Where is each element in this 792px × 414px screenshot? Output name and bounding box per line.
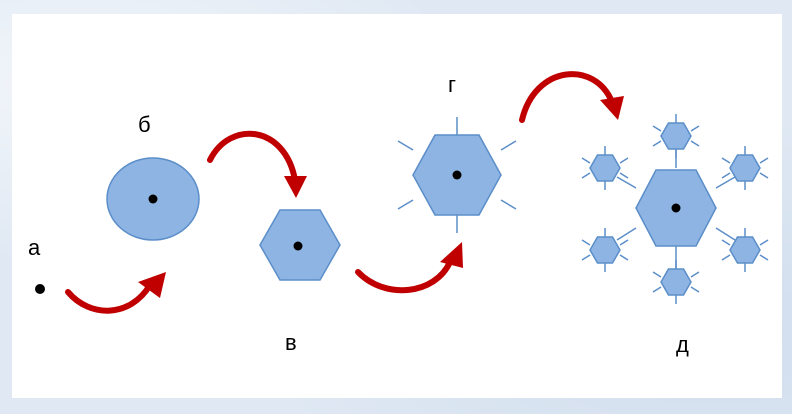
stage-g: г bbox=[397, 72, 517, 233]
spike-lower-right bbox=[500, 199, 517, 210]
arrow-3-shaft bbox=[355, 259, 453, 294]
snowflake-branch-lower-right bbox=[721, 228, 769, 272]
spike-upper-left bbox=[397, 140, 414, 151]
snowflake-branch-bottom-spike-5 bbox=[652, 286, 662, 293]
snowflake-branch-top-spike-3 bbox=[652, 125, 662, 132]
snowflake-branch-lower-left-hexagon bbox=[589, 236, 621, 264]
arrow-1 bbox=[65, 272, 166, 314]
label-v: в bbox=[285, 330, 297, 355]
snowflake-branch-lower-left-spike-5 bbox=[581, 254, 591, 261]
nucleus-dot bbox=[35, 284, 45, 294]
spiked-hexagon-center bbox=[452, 170, 462, 180]
spike-lower-left bbox=[397, 199, 414, 210]
spike-upper-right bbox=[500, 140, 517, 151]
arrow-3 bbox=[355, 242, 463, 294]
snowflake-branch-upper-left-hexagon bbox=[589, 154, 621, 182]
stage-b: б bbox=[106, 112, 200, 241]
arrow-4 bbox=[519, 71, 624, 123]
snowflake-branch-lower-left-spike-4 bbox=[619, 239, 629, 246]
snowflake-branch-lower-right-spike-4 bbox=[759, 239, 769, 246]
snowflake-arm-upper-left bbox=[616, 176, 637, 189]
snowflake-branch-top-spike-5 bbox=[652, 140, 662, 147]
snowflake-branch-lower-right-spike-5 bbox=[721, 254, 731, 261]
snowflake-branch-bottom-spike-4 bbox=[690, 271, 700, 278]
stage-d-snowflake bbox=[581, 114, 769, 304]
round-crystal-center bbox=[148, 194, 158, 204]
snowflake-branch-upper-left-spike-3 bbox=[581, 157, 591, 164]
snowflake-branch-lower-left bbox=[581, 228, 629, 272]
snowflake-branch-upper-right-spike-3 bbox=[721, 157, 731, 164]
snowflake-branch-lower-right-spike-3 bbox=[721, 239, 731, 246]
arrow-2 bbox=[207, 130, 307, 198]
snowflake-arm-lower-right bbox=[715, 227, 736, 241]
snowflake-arm-upper-right bbox=[715, 176, 736, 189]
snowflake-branch-lower-left-spike-3 bbox=[581, 239, 591, 246]
snowflake-branch-upper-left bbox=[581, 146, 629, 190]
arrow-3-head bbox=[440, 242, 463, 268]
snowflake-branch-upper-left-spike-4 bbox=[619, 157, 629, 164]
snowflake-branch-upper-right bbox=[721, 146, 769, 190]
label-b: б bbox=[138, 112, 151, 137]
arrow-2-head bbox=[284, 176, 307, 198]
snowflake-branch-bottom-hexagon bbox=[660, 268, 692, 296]
snowflake-branch-upper-right-spike-4 bbox=[759, 157, 769, 164]
stage-v: в bbox=[259, 209, 341, 355]
snowflake-branch-bottom-spike-3 bbox=[652, 271, 662, 278]
arrow-4-head bbox=[600, 96, 624, 120]
snowflake-branch-lower-right-hexagon bbox=[729, 236, 761, 264]
arrow-4-shaft bbox=[519, 71, 615, 123]
snowflake-branch-top-spike-4 bbox=[690, 125, 700, 132]
snowflake-branch-top-spike-6 bbox=[690, 140, 700, 147]
hexagon-crystal-center bbox=[293, 241, 303, 251]
snowflake-branch-upper-right-spike-5 bbox=[721, 172, 731, 179]
arrow-2-shaft bbox=[207, 130, 298, 183]
label-d: д bbox=[676, 332, 689, 357]
arrow-1-shaft bbox=[65, 282, 153, 314]
snowflake-branch-upper-left-spike-6 bbox=[619, 172, 629, 179]
snowflake-branch-lower-left-spike-6 bbox=[619, 254, 629, 261]
snowflake-branch-upper-left-spike-5 bbox=[581, 172, 591, 179]
snowflake-branch-upper-right-hexagon bbox=[729, 154, 761, 182]
snowflake-branch-top bbox=[652, 114, 700, 158]
snowflake-branch-bottom-spike-6 bbox=[690, 286, 700, 293]
stage-a: а bbox=[28, 235, 45, 294]
label-g: г bbox=[448, 72, 456, 97]
arrow-1-head bbox=[138, 272, 166, 298]
snowflake-branch-upper-right-spike-6 bbox=[759, 172, 769, 179]
snowflake-center-dot bbox=[671, 203, 681, 213]
snowflake-branch-lower-right-spike-6 bbox=[759, 254, 769, 261]
label-a: а bbox=[28, 235, 41, 260]
snowflake-branch-top-hexagon bbox=[660, 122, 692, 150]
snowflake-arm-lower-left bbox=[616, 227, 637, 241]
snowflake-branch-bottom bbox=[652, 260, 700, 304]
